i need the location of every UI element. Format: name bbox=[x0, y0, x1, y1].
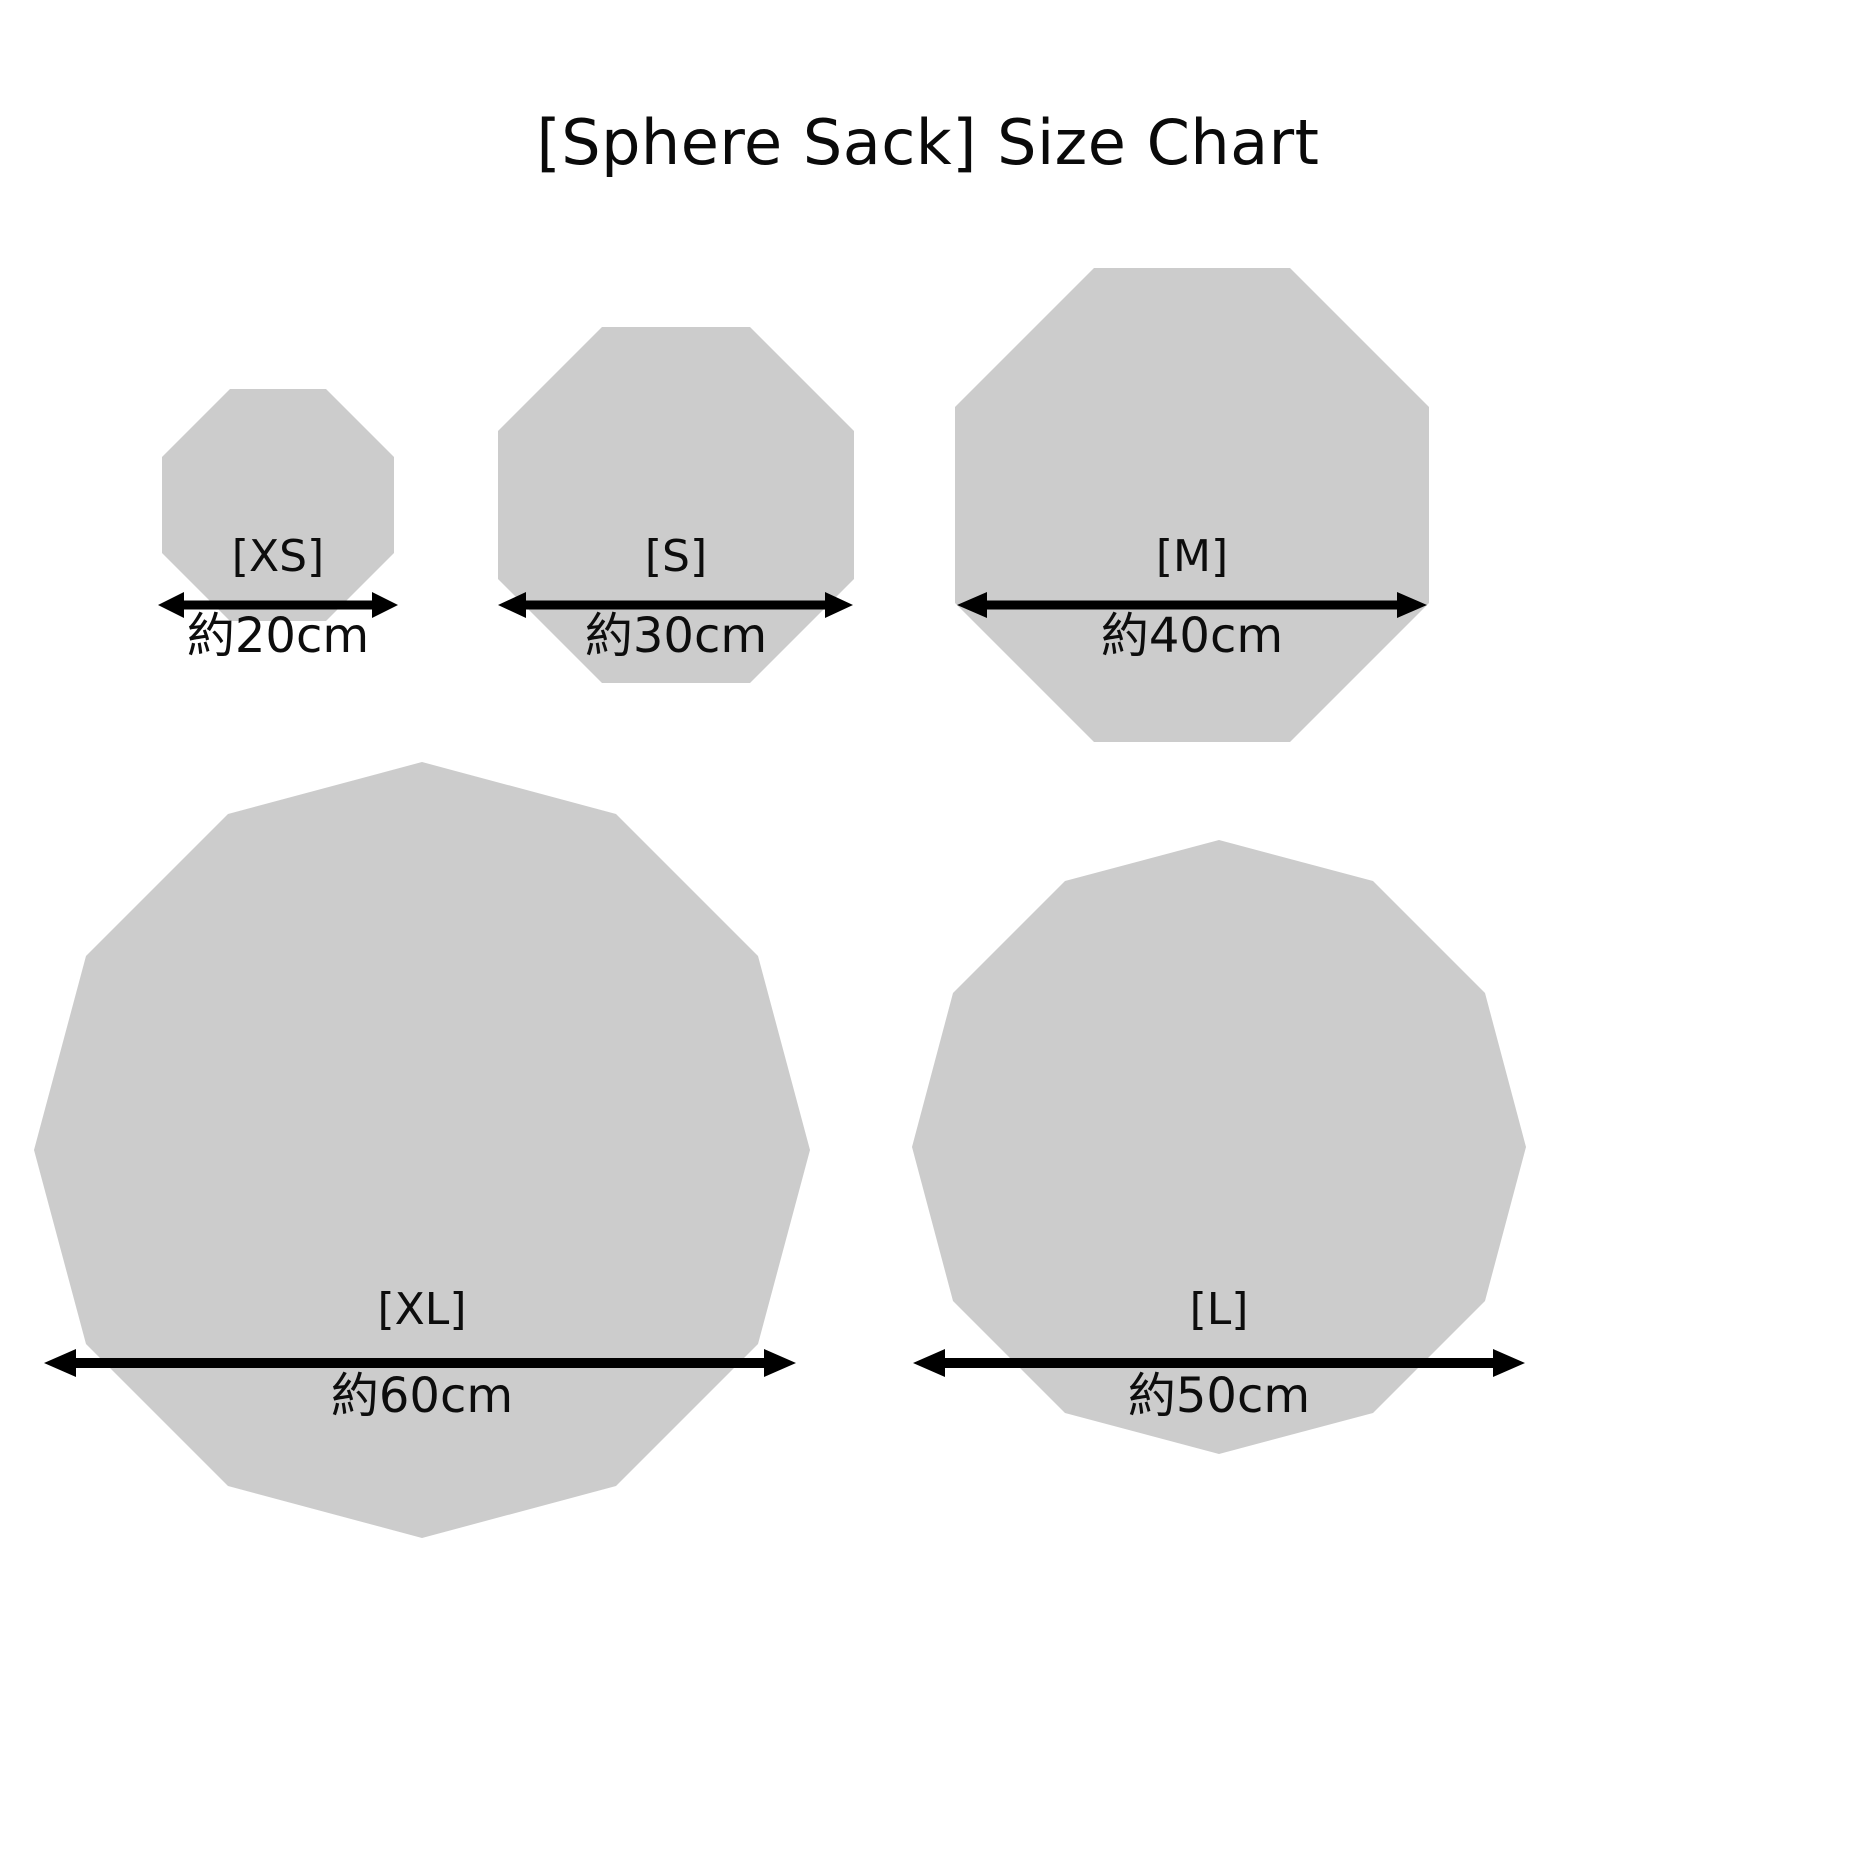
size-item-m bbox=[955, 268, 1429, 742]
dimension-text-s: 約30cm bbox=[584, 608, 768, 664]
dimension-arrow-l bbox=[913, 1349, 1525, 1377]
dimension-text-l: 約50cm bbox=[1127, 1368, 1311, 1424]
dimension-text-xl: 約60cm bbox=[330, 1368, 514, 1424]
size-label-m: [M] bbox=[1155, 531, 1229, 582]
dimension-arrow-s bbox=[498, 592, 853, 618]
octagon-shape-m bbox=[955, 268, 1429, 742]
dodecagon-shape-xl bbox=[34, 762, 810, 1538]
size-label-xl: [XL] bbox=[377, 1284, 467, 1335]
size-label-s: [S] bbox=[644, 531, 708, 582]
dimension-text-m: 約40cm bbox=[1100, 608, 1284, 664]
octagon-shape-xs bbox=[162, 389, 394, 621]
size-label-xs: [XS] bbox=[231, 531, 325, 582]
dimension-text-xs: 約20cm bbox=[186, 608, 370, 664]
page-title: [Sphere Sack] Size Chart bbox=[536, 106, 1320, 179]
size-item-xs bbox=[162, 389, 394, 621]
dimension-arrow-xs bbox=[158, 592, 398, 618]
dimension-arrow-xl bbox=[44, 1349, 796, 1377]
dimension-arrow-m bbox=[957, 592, 1427, 618]
size-item-s bbox=[498, 327, 854, 683]
dodecagon-shape-l bbox=[912, 840, 1526, 1454]
size-item-l bbox=[912, 840, 1526, 1454]
octagon-shape-s bbox=[498, 327, 854, 683]
size-item-xl bbox=[34, 762, 810, 1538]
size-label-l: [L] bbox=[1189, 1284, 1249, 1335]
